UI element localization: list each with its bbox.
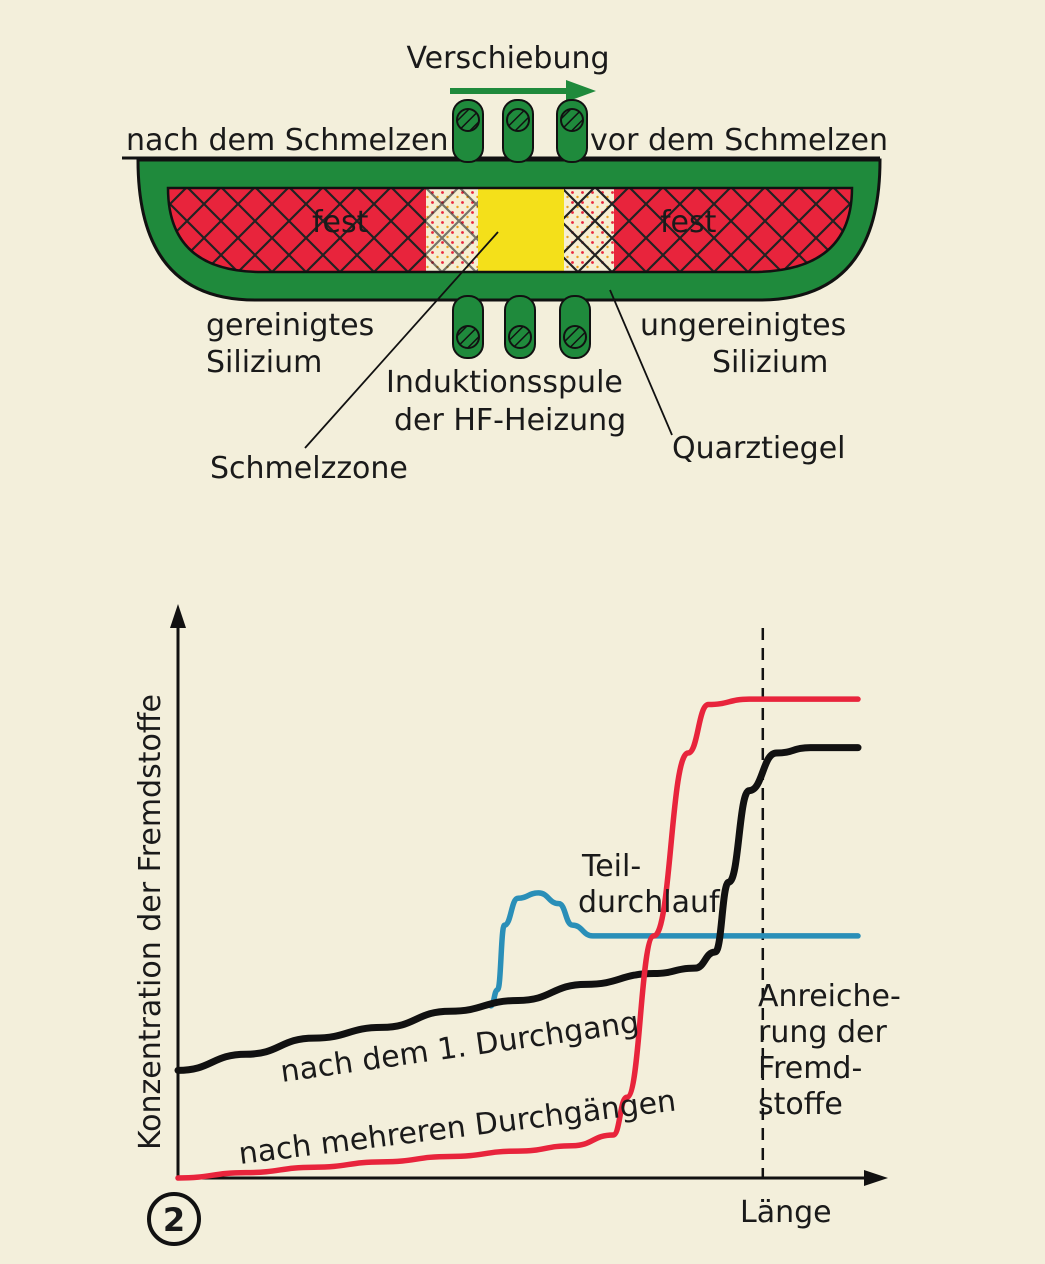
x-axis-label: Länge [740,1195,832,1230]
induction-coil-lower [452,295,591,359]
after-melting-label: nach dem Schmelzen [126,123,449,158]
enrichment-annotation-line3: Fremd- [758,1051,862,1086]
solid-left-label: fest [312,205,369,240]
series-label-partial-line2: durchlauf [578,885,721,920]
unpurified-label-line1: ungereinigtes [640,308,846,343]
figure-number-badge: 2 [147,1192,201,1246]
enrichment-annotation-line4: stoffe [758,1087,843,1122]
y-axis-label: Konzentration der Fremdstoffe [133,694,168,1150]
crucible-label: Quarztiegel [672,431,845,466]
figure-number: 2 [163,1201,185,1239]
enrichment-annotation-line1: Anreiche- [758,979,901,1014]
melt-zone-region [478,188,564,272]
coil-label-line2: der HF-Heizung [394,403,626,438]
shift-arrow [450,80,596,102]
unpurified-label-line2: Silizium [712,345,828,380]
solid-right-label: fest [660,205,717,240]
series-line-nach-dem-1-durchgang [174,744,862,1074]
y-axis-arrow [170,604,186,628]
melt-zone-leader [304,231,499,449]
enrichment-annotation-line2: rung der [758,1015,887,1050]
coil-label-line1: Induktionsspule [386,365,623,400]
purified-label-line2: Silizium [206,345,322,380]
purified-label-line1: gereinigtes [206,308,374,343]
apparatus-diagram: Verschiebung nach dem Schmelzen vor dem … [122,41,888,486]
melt-zone-label: Schmelzzone [210,451,408,486]
x-axis-arrow [864,1170,888,1186]
induction-coil-upper [452,99,588,163]
crucible-leader [609,289,673,436]
before-melting-label: vor dem Schmelzen [590,123,888,158]
series-label-partial-line1: Teil- [581,849,641,884]
shift-label: Verschiebung [406,41,609,76]
series-line-teil-durchlauf [488,890,861,1009]
series-line-nach-mehreren-durchg-ngen [175,696,861,1181]
